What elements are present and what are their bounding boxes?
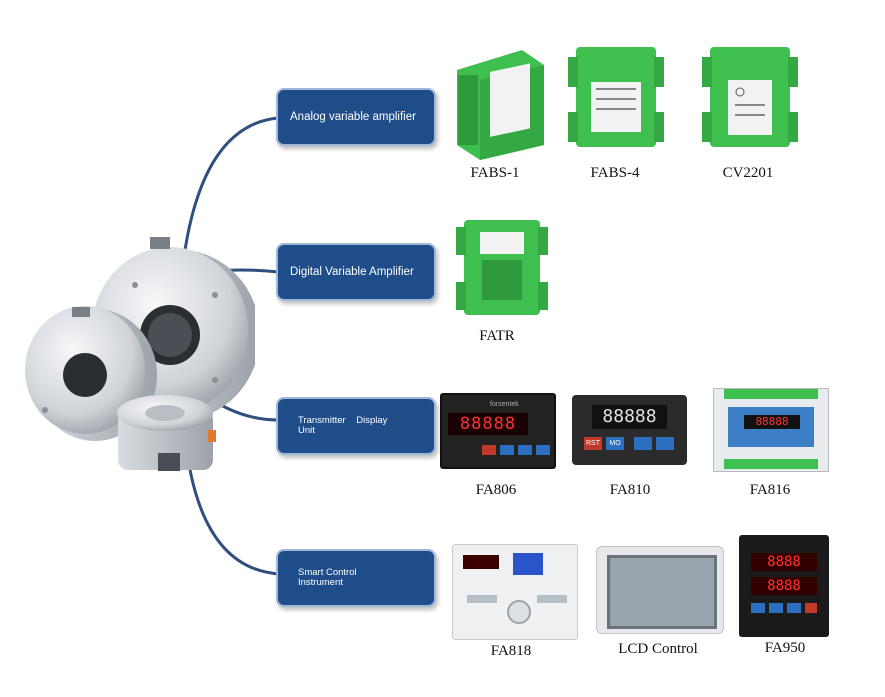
category-smart-control[interactable]: Smart Control Instrument [276, 549, 436, 607]
product-label-fa816: FA816 [749, 482, 791, 498]
red-display [463, 555, 499, 569]
category-label: Transmitter Display Unit [298, 415, 388, 436]
key [751, 603, 765, 613]
mo-key: MO [606, 437, 624, 450]
product-label-fabs1: FABS-1 [470, 165, 520, 181]
product-label-fabs4: FABS-4 [590, 165, 640, 181]
category-digital-amplifier[interactable]: Digital Variable Amplifier [276, 243, 436, 301]
category-analog-amplifier[interactable]: Analog variable amplifier [276, 88, 436, 146]
digit-readout-bottom: 8888 [751, 577, 817, 595]
key-row [537, 595, 567, 603]
fa806-display-image: forsentek 88888 [440, 393, 556, 469]
category-transmitter-display[interactable]: Transmitter Display Unit [276, 397, 436, 455]
product-label-fa810: FA810 [609, 482, 651, 498]
mode-key [500, 445, 514, 455]
rst-key [482, 445, 496, 455]
product-label-cv2201: CV2201 [722, 165, 774, 181]
lcd-control-image [596, 546, 724, 634]
fa950-controller-image: 8888 8888 [739, 535, 829, 637]
fa816-display-image: 88888 [713, 388, 829, 472]
up-key [634, 437, 652, 450]
product-label-fatr: FATR [479, 328, 515, 344]
fatr-module-image [456, 220, 548, 315]
key [769, 603, 783, 613]
terminal-strip [724, 459, 818, 469]
load-cell-sensors-image [25, 237, 255, 471]
product-label-fa806: FA806 [475, 482, 517, 498]
digit-readout: 88888 [448, 413, 528, 435]
product-label-lcd: LCD Control [618, 641, 698, 657]
digit-readout: 88888 [744, 415, 800, 429]
fa818-controller-image [452, 544, 578, 640]
blue-display [513, 553, 543, 575]
rst-key: RST [584, 437, 602, 450]
key [787, 603, 801, 613]
key-row [467, 595, 497, 603]
knob [507, 600, 531, 624]
category-label: Digital Variable Amplifier [290, 265, 414, 278]
up-key [518, 445, 532, 455]
digit-readout: 88888 [592, 405, 667, 429]
down-key [536, 445, 550, 455]
product-label-fa818: FA818 [490, 643, 532, 659]
digit-readout-top: 8888 [751, 553, 817, 571]
down-key [656, 437, 674, 450]
category-label: Smart Control Instrument [298, 567, 357, 588]
fabs4-module-image [568, 47, 664, 147]
lcd-screen [607, 555, 717, 629]
key [805, 603, 817, 613]
fabs1-module-image [457, 50, 544, 160]
fa810-display-image: 88888 RST MO [572, 395, 687, 465]
brand-text: forsentek [490, 401, 519, 408]
terminal-strip [724, 389, 818, 399]
cv2201-module-image [702, 47, 798, 147]
product-label-fa950: FA950 [764, 640, 806, 656]
category-label: Analog variable amplifier [290, 110, 416, 123]
